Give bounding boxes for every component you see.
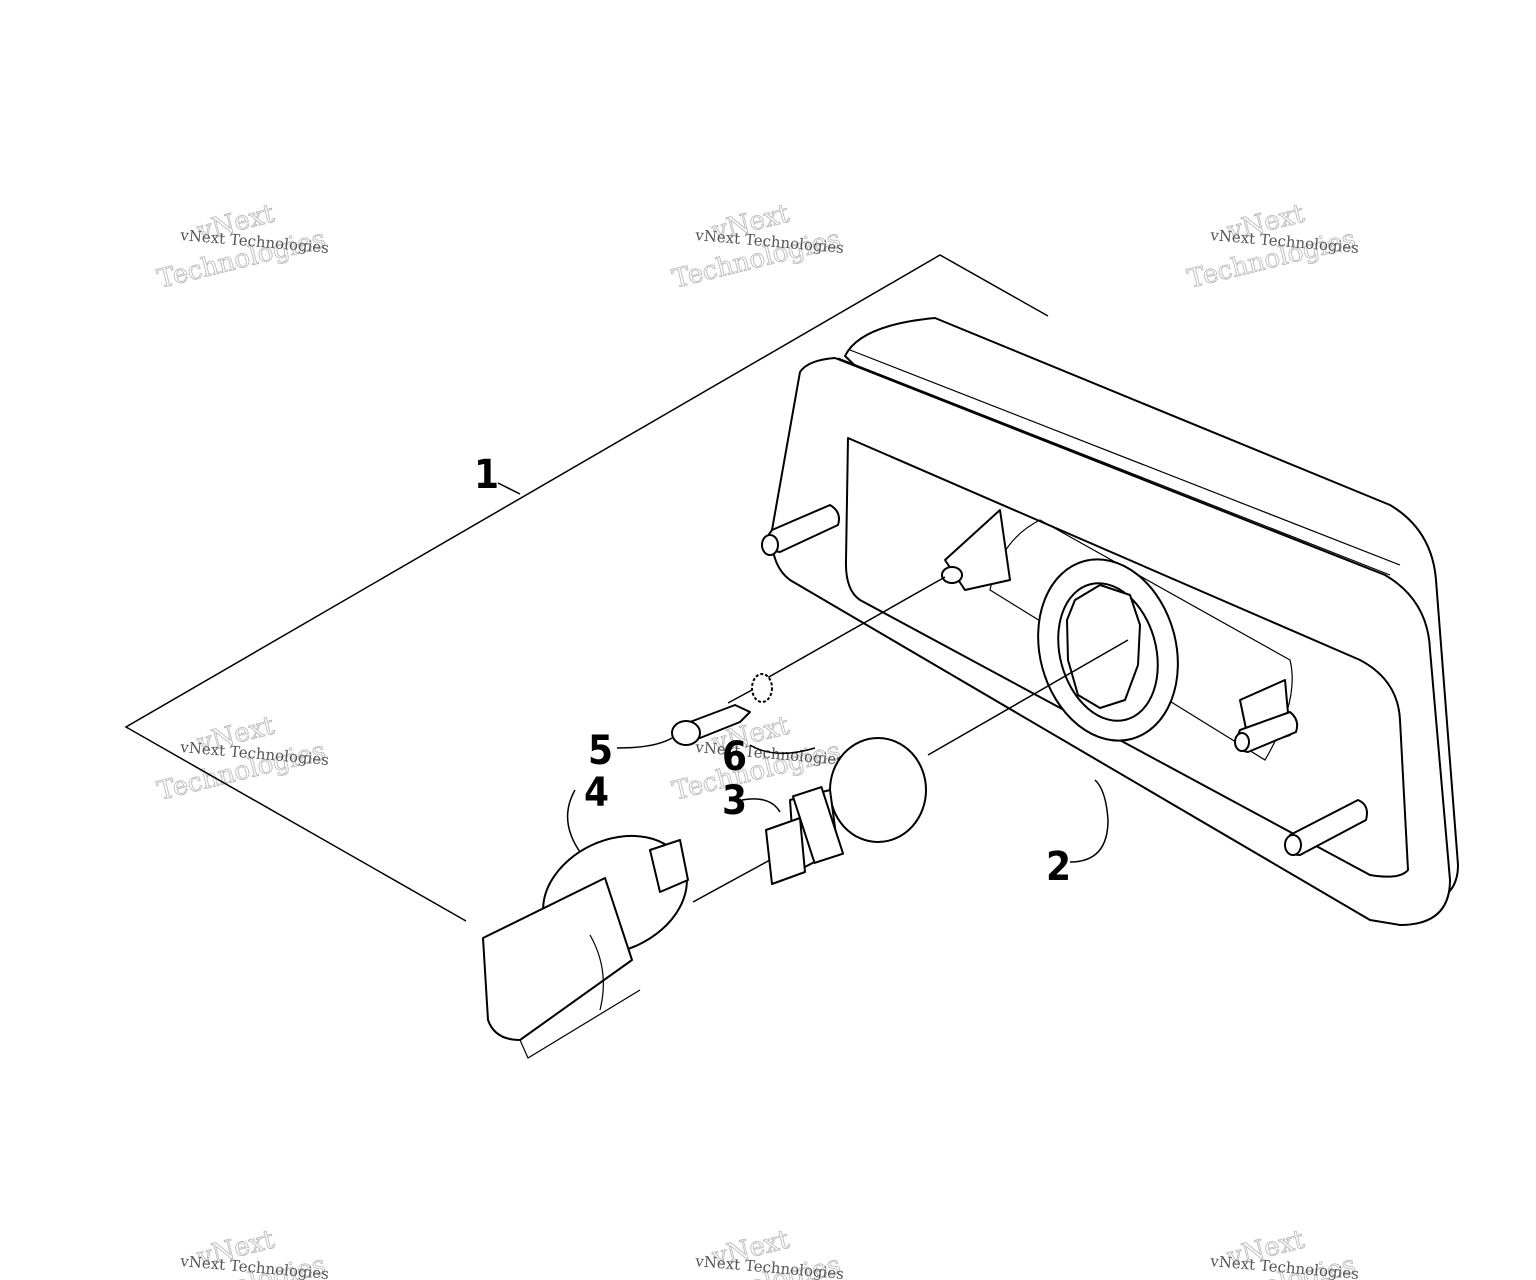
callout-4: 4 bbox=[584, 770, 609, 816]
callout-5: 5 bbox=[588, 728, 613, 774]
taillight-housing bbox=[761, 317, 1459, 926]
callout-2: 2 bbox=[1046, 844, 1071, 890]
explode-axis-lines bbox=[692, 576, 1129, 903]
screw bbox=[671, 704, 751, 746]
assembly-bracket bbox=[124, 254, 1049, 922]
mounting-stud-mid-right bbox=[1234, 711, 1299, 753]
mounting-stud-top-left bbox=[761, 504, 840, 556]
callout-1: 1 bbox=[474, 452, 499, 498]
bulb bbox=[765, 737, 927, 885]
callout-3: 3 bbox=[722, 778, 747, 824]
leader-lines bbox=[566, 737, 1109, 863]
star-washer bbox=[751, 673, 773, 703]
mounting-stud-bottom-right bbox=[1284, 799, 1368, 856]
callout-6: 6 bbox=[722, 734, 747, 780]
bulb-socket bbox=[482, 834, 689, 1059]
